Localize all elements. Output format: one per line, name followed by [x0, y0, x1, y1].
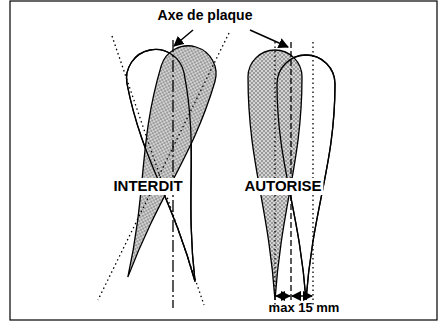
tooth-axis [112, 36, 204, 305]
tooth-axis [274, 42, 275, 306]
tooth-axis [98, 33, 229, 300]
leader-arrow [276, 295, 290, 297]
status-label: INTERDIT [111, 178, 184, 195]
frame [10, 1, 437, 320]
callout-label: Axe de plaque [156, 8, 255, 23]
dimension-label: max 15 mm [267, 301, 342, 315]
leader-arrow [292, 295, 312, 297]
plate-axis [290, 42, 291, 300]
leader-arrow [250, 30, 288, 47]
leader-arrow [174, 30, 193, 46]
tooth-axis [312, 42, 313, 306]
status-label: AUTORISE [242, 178, 323, 195]
plate-axis [172, 40, 173, 308]
tooth-shaded [101, 39, 223, 285]
